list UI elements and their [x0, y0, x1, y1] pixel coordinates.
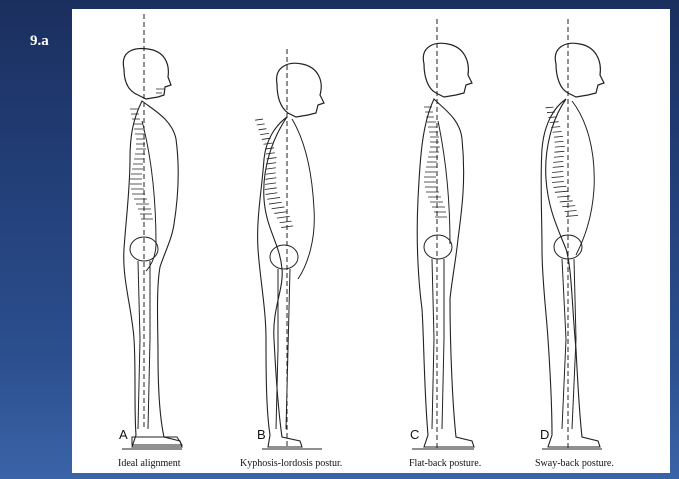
figure-label-d: D — [540, 427, 549, 442]
figure-c-flat-back — [412, 19, 474, 449]
figure-label-c: C — [410, 427, 419, 442]
slide-number: 9.a — [30, 33, 49, 50]
figure-a-ideal — [122, 14, 182, 449]
caption-flat-back: Flat-back posture. — [409, 458, 481, 469]
posture-figures-drawing — [72, 9, 670, 473]
caption-sway-back: Sway-back posture. — [535, 458, 614, 469]
posture-illustration-panel: A B C D Ideal alignment Kyphosis-lordosi… — [72, 9, 670, 473]
figure-label-b: B — [257, 427, 266, 442]
figure-b-kyphosis-lordosis — [255, 49, 324, 449]
caption-ideal-alignment: Ideal alignment — [118, 458, 180, 469]
caption-kyphosis-lordosis: Kyphosis-lordosis postur‍. — [240, 458, 342, 469]
figure-d-sway-back — [541, 19, 604, 449]
figure-label-a: A — [119, 427, 128, 442]
